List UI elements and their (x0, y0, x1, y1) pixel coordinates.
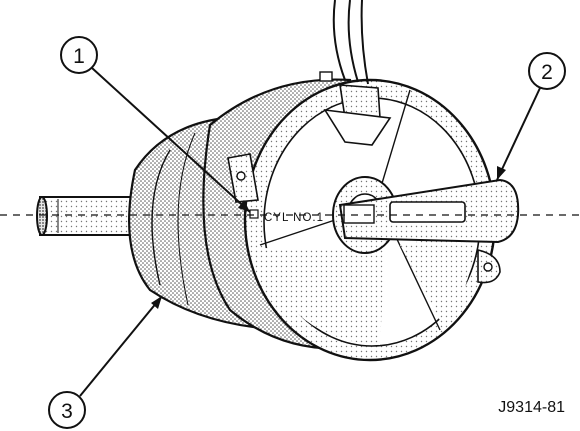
sensor-wire-connector (319, 0, 392, 146)
distributor-rotor (338, 178, 520, 244)
callout-1: 1 (60, 36, 251, 213)
callout-1-number: 1 (73, 45, 85, 68)
housing-label: CYL NO.1 (264, 212, 324, 224)
callout-3-number: 3 (61, 400, 73, 423)
distributor-shaft (36, 196, 136, 236)
mounting-tab-right (477, 248, 501, 284)
mounting-tab-left (227, 153, 259, 203)
callout-2-number: 2 (541, 61, 553, 84)
alignment-mark (249, 209, 259, 219)
callout-3: 3 (48, 295, 163, 429)
figure-id: J9314-81 (498, 399, 565, 416)
callout-2: 2 (496, 52, 566, 181)
